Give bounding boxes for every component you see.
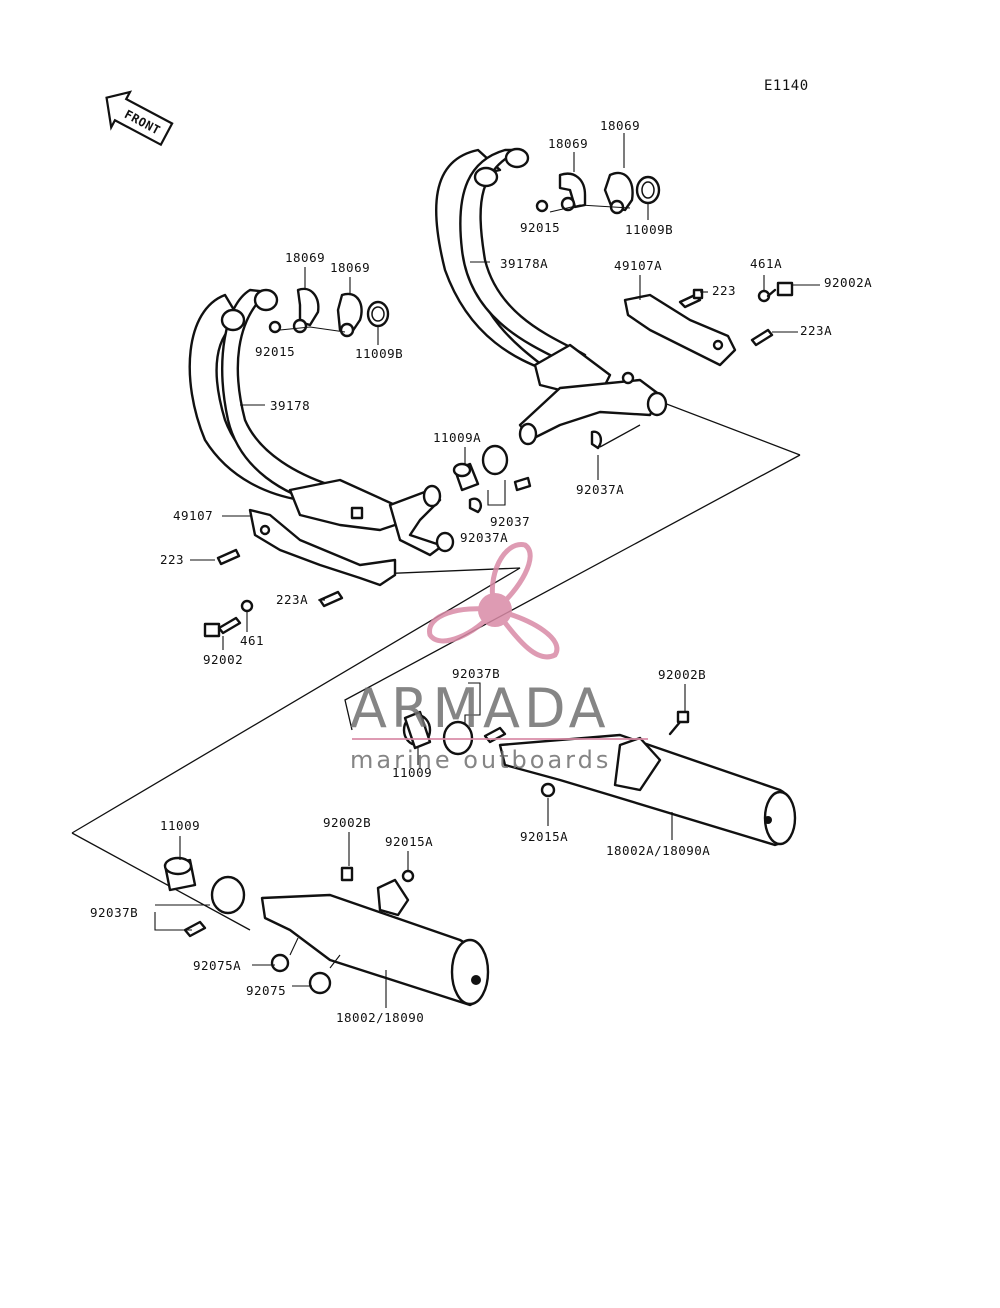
label-92002b-right: 92002B	[658, 667, 706, 682]
label-461: 461	[240, 633, 264, 648]
label-18069-c: 18069	[285, 250, 325, 265]
propeller-logo-icon	[427, 542, 560, 660]
label-18069-a: 18069	[548, 136, 588, 151]
label-18002a: 18002A/18090A	[606, 843, 710, 858]
front-arrow-icon: FRONT	[105, 90, 174, 147]
diagram-code: E1140	[764, 78, 809, 94]
heat-shield-49107a	[623, 293, 737, 367]
bolt-92002b-left	[340, 866, 354, 882]
label-92015-top: 92015	[520, 220, 560, 235]
clamp-18069-upper	[535, 171, 661, 215]
label-461a: 461A	[750, 256, 782, 271]
bolt-92002	[203, 616, 242, 638]
bolt-92002b-right	[668, 710, 690, 736]
label-11009a: 11009A	[433, 430, 481, 445]
label-92037b-mid: 92037B	[452, 666, 500, 681]
watermark-subtitle: marine outboards	[350, 746, 611, 774]
leader-lines	[154, 133, 820, 1008]
label-11009-mid: 11009	[392, 765, 432, 780]
plug-92075a	[270, 953, 290, 973]
clamp-92037	[481, 444, 532, 492]
bolt-223-left	[216, 548, 241, 566]
exhaust-pipe-39178	[188, 288, 455, 557]
heat-shield-49107	[248, 508, 397, 587]
label-39178: 39178	[270, 398, 310, 413]
label-92015-left: 92015	[255, 344, 295, 359]
watermark-title: ARMADA	[350, 677, 610, 740]
label-92002a: 92002A	[824, 275, 872, 290]
gasket-11009-left	[163, 856, 197, 892]
label-223-left: 223	[160, 552, 184, 567]
label-92037b-left: 92037B	[90, 905, 138, 920]
label-92075: 92075	[246, 983, 286, 998]
muffler-18002a	[498, 733, 797, 847]
exhaust-pipe-39178a	[435, 147, 668, 446]
clamp-18069-left	[268, 287, 390, 338]
label-92002b-left: 92002B	[323, 815, 371, 830]
washer-461	[240, 599, 254, 613]
muffler-18002	[260, 878, 490, 1007]
nut-92015a-right	[540, 782, 556, 798]
label-223a-left: 223A	[276, 592, 308, 607]
label-11009b-top: 11009B	[625, 222, 673, 237]
label-18069-d: 18069	[330, 260, 370, 275]
label-92002: 92002	[203, 652, 243, 667]
nut-92015a-left	[401, 869, 415, 883]
label-92037a-mid: 92037A	[460, 530, 508, 545]
bolt-223-upper	[678, 288, 704, 309]
bolt-223a-upper	[750, 328, 774, 347]
plug-92075	[308, 971, 332, 995]
clip-92037a-mid	[468, 497, 483, 514]
label-92075a: 92075A	[193, 958, 241, 973]
label-39178a: 39178A	[500, 256, 548, 271]
label-18069-b: 18069	[600, 118, 640, 133]
label-49107a: 49107A	[614, 258, 662, 273]
label-92015a-left: 92015A	[385, 834, 433, 849]
label-92037: 92037	[490, 514, 530, 529]
label-49107: 49107	[173, 508, 213, 523]
bolt-223a-left	[318, 590, 344, 608]
bolt-92002a	[766, 281, 794, 298]
gasket-11009a	[452, 462, 480, 492]
label-11009-left: 11009	[160, 818, 200, 833]
label-92037a-right: 92037A	[576, 482, 624, 497]
label-11009b-left: 11009B	[355, 346, 403, 361]
label-223-top: 223	[712, 283, 736, 298]
clip-92037a-right	[590, 430, 603, 450]
label-92015a-right: 92015A	[520, 829, 568, 844]
label-18002: 18002/18090	[336, 1010, 424, 1025]
clamp-92037b-left	[183, 875, 246, 938]
armada-watermark: ARMADA marine outboards	[350, 542, 648, 774]
label-223a-top: 223A	[800, 323, 832, 338]
